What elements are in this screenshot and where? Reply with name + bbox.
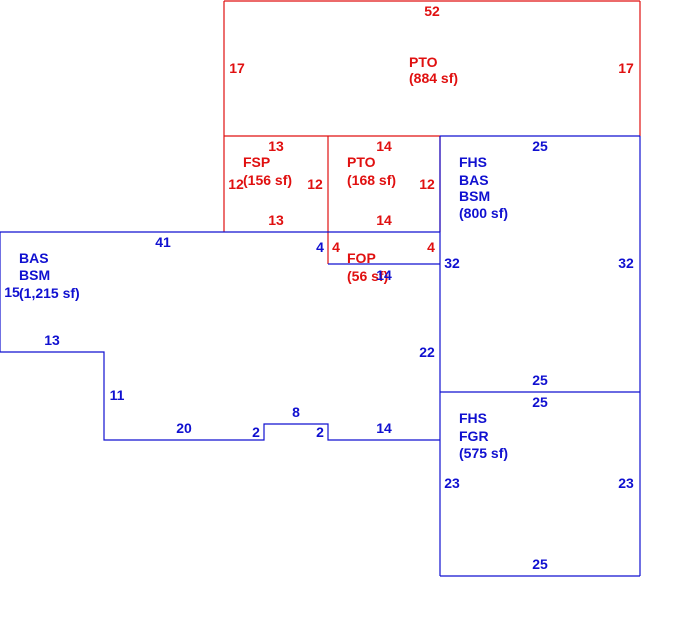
dim-pto-mid-right: 12: [419, 176, 435, 192]
fhs-bas-line2: BAS: [459, 172, 489, 188]
dim-bas-bottom-a: 20: [176, 420, 192, 436]
fhs-fgr-line1: FHS: [459, 410, 487, 426]
area-labels: PTO (884 sf) FSP (156 sf) PTO (168 sf) F…: [19, 54, 508, 461]
dim-fhs-right: 32: [618, 255, 634, 271]
dim-bas-bump-top: 8: [292, 404, 300, 420]
red-outlines: [223, 0, 641, 264]
fhs-fgr-line2: FGR: [459, 428, 489, 444]
fhs-fgr-area: (575 sf): [459, 445, 508, 461]
fhs-bas-line3: BSM: [459, 188, 490, 204]
fop-area: (56 sf): [347, 268, 388, 284]
red-dimensions: 52 17 17 13 12 12 13 14 12 14 4 4: [228, 3, 634, 255]
dim-bas-bump-r: 2: [316, 424, 324, 440]
dim-fhs-left: 32: [444, 255, 460, 271]
dim-fgr-right: 23: [618, 475, 634, 491]
dim-fgr-top: 25: [532, 394, 548, 410]
dim-bas-bump-l: 2: [252, 424, 260, 440]
dim-fsp-right: 12: [307, 176, 323, 192]
dim-bas-step: 4: [316, 239, 324, 255]
dim-fop-left: 4: [332, 239, 340, 255]
dim-pto-left: 17: [229, 60, 245, 76]
dim-pto-mid-top: 14: [376, 138, 392, 154]
pto-mid-area: (168 sf): [347, 172, 396, 188]
dim-bas-left-bottom: 13: [44, 332, 60, 348]
dim-bas-right: 22: [419, 344, 435, 360]
dim-fgr-bottom: 25: [532, 556, 548, 572]
dim-fsp-bottom: 13: [268, 212, 284, 228]
dim-fhs-top: 25: [532, 138, 548, 154]
dim-bas-notch: 11: [110, 387, 125, 403]
blue-outlines: [0, 135, 641, 577]
bas-main-area: (1,215 sf): [19, 285, 80, 301]
dim-pto-mid-bottom: 14: [376, 212, 392, 228]
dim-fsp-left: 12: [228, 176, 244, 192]
bas-main-line1: BAS: [19, 250, 49, 266]
fop-name: FOP: [347, 250, 376, 266]
pto-top-area: (884 sf): [409, 70, 458, 86]
dim-fgr-left: 23: [444, 475, 460, 491]
fsp-area: (156 sf): [243, 172, 292, 188]
pto-top-name: PTO: [409, 54, 438, 70]
dim-bas-left: 15: [4, 284, 20, 300]
fhs-bas-area: (800 sf): [459, 205, 508, 221]
dim-pto-right: 17: [618, 60, 634, 76]
fhs-bas-line1: FHS: [459, 154, 487, 170]
dim-fop-right: 4: [427, 239, 435, 255]
dim-fop-bottom: 14: [376, 267, 392, 283]
dim-bas-top: 41: [155, 234, 171, 250]
dim-pto-top: 52: [424, 3, 440, 19]
pto-mid-name: PTO: [347, 154, 376, 170]
blue-dimensions: 14 25 32 32 25 41 4 15 13 11 20 2 8 2 14…: [4, 138, 634, 572]
dim-fhs-bottom: 25: [532, 372, 548, 388]
bas-main-outline: [0, 231, 440, 441]
dim-fsp-top: 13: [268, 138, 284, 154]
bas-main-line2: BSM: [19, 267, 50, 283]
fsp-name: FSP: [243, 154, 270, 170]
dim-bas-bottom-b: 14: [376, 420, 392, 436]
